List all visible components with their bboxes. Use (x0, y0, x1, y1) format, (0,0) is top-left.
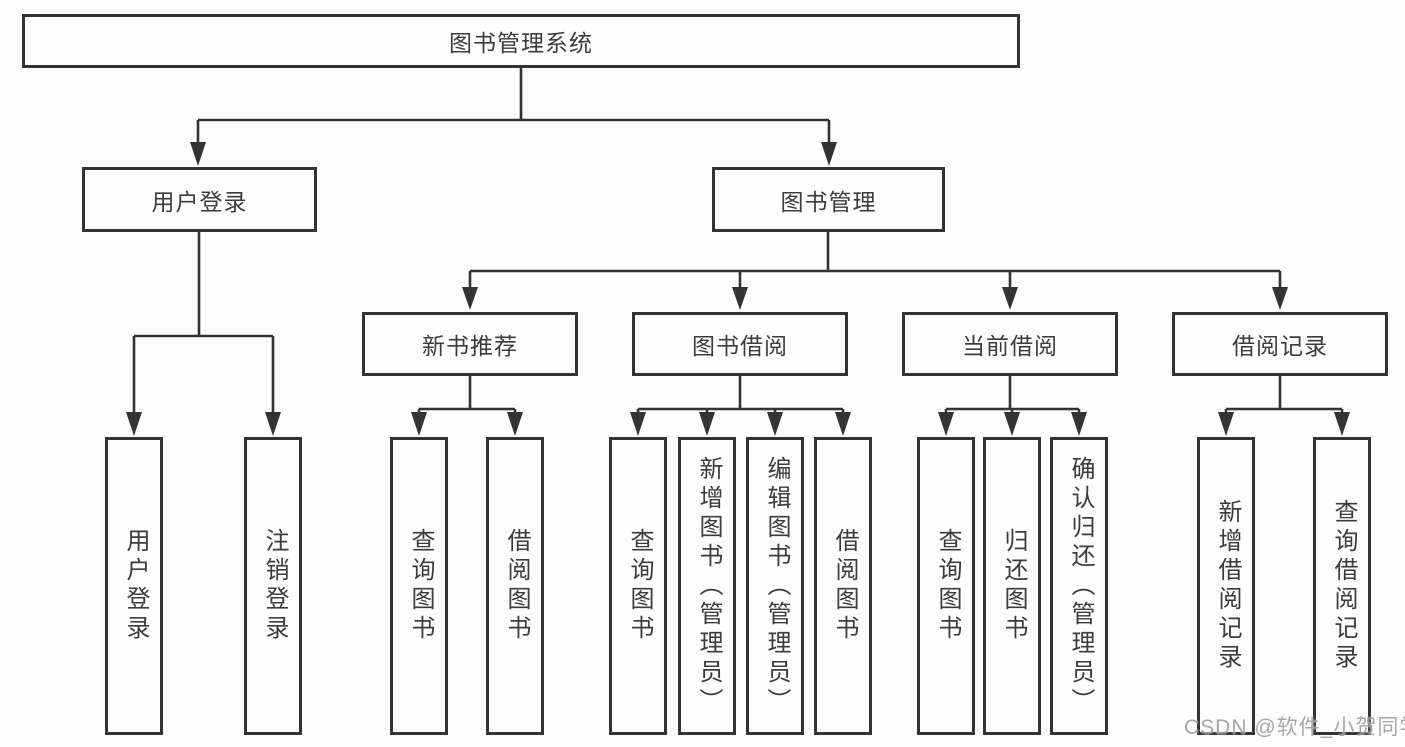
node-current-borrowing: 当前借阅 (902, 312, 1118, 376)
node-user-login-group: 用户登录 (82, 167, 317, 232)
arrowheads (126, 142, 1350, 436)
node-confirm-return-admin: 确认归还（管理员） (1050, 437, 1108, 735)
node-query-books-3: 查询图书 (917, 437, 975, 735)
node-query-books-1: 查询图书 (390, 437, 448, 735)
node-user-login-leaf: 用户登录 (105, 437, 163, 735)
node-add-borrow-record: 新增借阅记录 (1197, 437, 1255, 735)
node-edit-books-admin: 编辑图书（管理员） (746, 437, 804, 735)
node-borrowing-records: 借阅记录 (1172, 312, 1388, 376)
node-query-books-2: 查询图书 (609, 437, 667, 735)
node-new-book-recommend: 新书推荐 (362, 312, 578, 376)
node-book-borrowing: 图书借阅 (632, 312, 848, 376)
node-query-borrow-record: 查询借阅记录 (1313, 437, 1371, 735)
node-logout: 注销登录 (244, 437, 302, 735)
node-borrow-books-1: 借阅图书 (486, 437, 544, 735)
connector-stems (132, 68, 1344, 414)
watermark: CSDN @软件_小贺同学 (1184, 716, 1405, 739)
node-root-library-management-system: 图书管理系统 (22, 14, 1020, 68)
node-borrow-books-2: 借阅图书 (814, 437, 872, 735)
node-book-management: 图书管理 (712, 167, 945, 232)
node-return-books: 归还图书 (983, 437, 1041, 735)
node-add-books-admin: 新增图书（管理员） (678, 437, 736, 735)
